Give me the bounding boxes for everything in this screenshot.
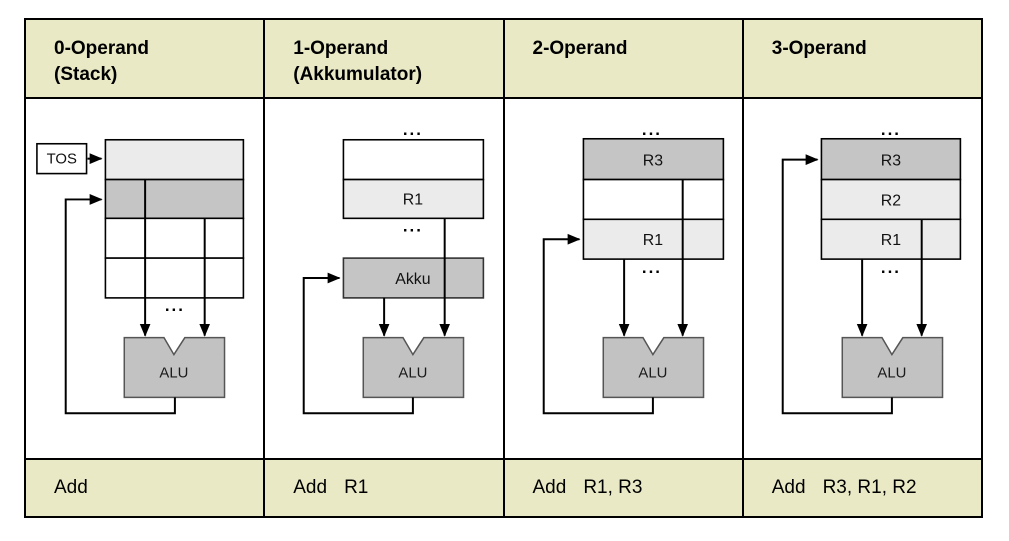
register-cell-r1 [342,178,485,220]
alu-shape [841,336,944,399]
stack-cell-tos [104,138,245,181]
instruction-mnemonic: Add [293,477,328,498]
instruction-cell-three-operand: Add R3, R1, R2 [744,460,981,516]
instruction-cell-accumulator: Add R1 [265,460,505,516]
diagram-accumulator: ... R1 ... Akku ALU [265,99,505,458]
header-line2: (Akkumulator) [293,64,423,85]
alu-label: ALU [159,365,188,381]
result-feedback-wire [64,194,176,415]
instruction-row: Add Add R1 Add R1, R3 Add R3, R1, R2 [26,460,981,516]
register-label-r3: R3 [642,153,662,170]
instruction-cell-stack: Add [26,460,266,516]
stack-diagram-svg: ... TOS ALU [36,138,245,415]
register-cell-r1 [582,218,724,260]
alu-shape [362,336,465,399]
instruction-operands: R1, R3 [583,477,643,498]
isa-comparison-table: 0-Operand (Stack) 1-Operand (Akkumulator… [24,18,983,518]
register-cell-r3 [820,137,961,181]
alu-label: ALU [638,365,667,381]
result-feedback-wire [781,154,893,415]
alu-label: ALU [399,365,428,381]
ellipsis-dots: ... [881,258,901,277]
register-label-r2: R2 [881,192,901,209]
register-cell-empty [342,138,485,181]
header-line2: (Stack) [54,64,118,85]
alu-shape [602,336,704,399]
diagram-three-operand: ... R3 R2 R1 ... ALU [744,99,981,458]
ellipsis-dots: ... [641,120,661,139]
three-operand-diagram-svg: ... R3 R2 R1 ... ALU [781,120,961,415]
akku-box [342,257,485,299]
register-label-r1: R1 [642,232,662,249]
column-header-0-operand: 0-Operand (Stack) [26,20,266,97]
register-label-r1: R1 [881,232,901,249]
ellipsis-dots: ... [165,296,185,315]
register-label-r3: R3 [881,153,901,170]
alu-unit: ALU [841,336,944,399]
header-line1: 1-Operand [293,38,389,59]
instruction-operands: R3, R1, R2 [822,477,917,498]
instruction-mnemonic: Add [771,477,806,498]
ellipsis-dots: ... [881,120,901,139]
register-cell-r1 [820,218,961,260]
diagram-two-operand: ... R3 R1 ... ALU [505,99,744,458]
register-cell-empty [582,178,724,221]
two-operand-diagram-svg: ... R3 R1 ... ALU [542,120,724,415]
header-line1: 3-Operand [771,38,867,59]
register-cell-r2 [820,178,961,221]
diagram-row: ... TOS ALU ... R1 [26,99,981,460]
akku-label: Akku [396,271,431,288]
register-label-r1: R1 [403,191,423,208]
stack-cell-empty-2 [104,257,245,299]
header-line1: 0-Operand [54,38,150,59]
instruction-mnemonic: Add [54,477,88,498]
tos-box [36,142,88,175]
alu-unit: ALU [123,336,226,399]
column-header-1-operand: 1-Operand (Akkumulator) [265,20,505,97]
diagram-stack: ... TOS ALU [26,99,266,458]
result-feedback-wire [542,233,654,415]
accumulator-diagram-svg: ... R1 ... Akku ALU [302,120,485,415]
header-line1: 2-Operand [532,38,628,59]
header-row: 0-Operand (Stack) 1-Operand (Akkumulator… [26,20,981,99]
tos-label: TOS [47,152,77,168]
ellipsis-dots: ... [403,120,423,139]
stack-cell-empty-1 [104,217,245,259]
stack-cell-second [104,178,245,220]
instruction-operands: R1 [344,477,369,498]
ellipsis-dots: ... [403,216,423,235]
instruction-cell-two-operand: Add R1, R3 [505,460,744,516]
register-cell-r3 [582,137,724,181]
alu-unit: ALU [362,336,465,399]
alu-unit: ALU [602,336,704,399]
column-header-3-operand: 3-Operand [744,20,981,97]
instruction-mnemonic: Add [532,477,567,498]
column-header-2-operand: 2-Operand [505,20,744,97]
ellipsis-dots: ... [641,258,661,277]
result-feedback-wire [302,272,415,415]
alu-shape [123,336,226,399]
alu-label: ALU [877,365,906,381]
